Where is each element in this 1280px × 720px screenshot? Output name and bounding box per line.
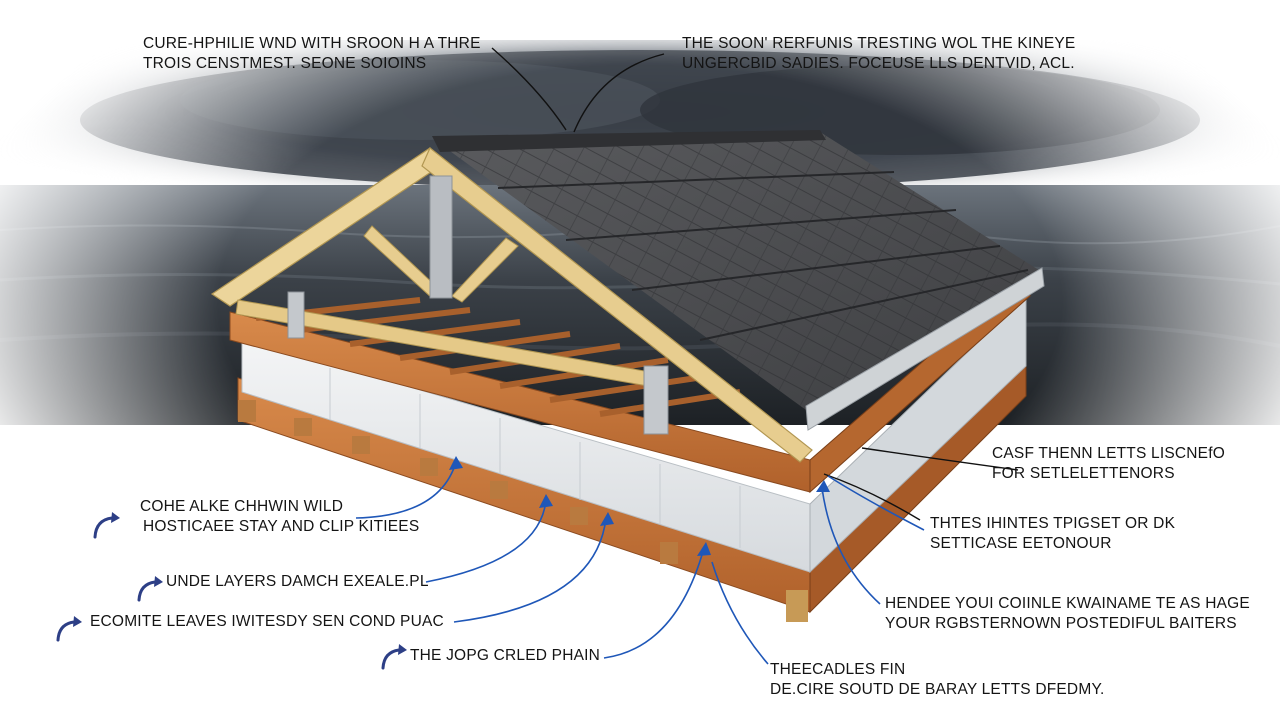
callout-right-3: HENDEE YOUI COIINLE KWAINAME TE AS HAGE … — [885, 594, 1250, 634]
callout-right-2-line2: SETTICASE EETONOUR — [930, 535, 1112, 552]
callout-top-left: CURE-HPHILIE WND WITH SROON H A THRE TRO… — [143, 34, 481, 74]
callout-right-2: THTES IHINTES TPIGSET OR DK SETTICASE EE… — [930, 514, 1175, 554]
callout-top-right-line2: UNGERCBID SADIES. FOCEUSE LLS DENTVID, A… — [682, 55, 1075, 72]
callout-top-right: THE SOON' RERFUNIS TRESTING WOL THE KINE… — [682, 34, 1075, 74]
blue-leader-arrows — [355, 461, 925, 665]
curved-arrow-icon — [93, 512, 120, 539]
curved-arrow-icon — [56, 616, 82, 642]
insulation-layer — [241, 294, 1027, 574]
callout-bottom-center-line2: DE.CIRE SOUTD DE BARAY LETTS DFEDMY. — [770, 681, 1105, 698]
callout-left-2: UNDE LAYERS DAMCH EXEALE.PL — [166, 572, 429, 592]
callout-right-2-line1: THTES IHINTES TPIGSET OR DK — [930, 515, 1176, 532]
callout-right-3-line1: HENDEE YOUI COIINLE KWAINAME TE AS HAGE — [885, 595, 1250, 612]
callout-left-2-line1: UNDE LAYERS DAMCH EXEALE.PL — [166, 573, 429, 590]
callout-bottom-center: THEECADLES FIN DE.CIRE SOUTD DE BARAY LE… — [770, 660, 1105, 700]
callout-right-3-line2: YOUR RGBSTERNOWN POSTEDIFUL BAITERS — [885, 615, 1237, 632]
callout-right-1-line2: FOR SETLELETTENORS — [992, 465, 1175, 482]
callout-top-right-line1: THE SOON' RERFUNIS TRESTING WOL THE KINE… — [682, 35, 1076, 52]
callout-top-left-line1: CURE-HPHILIE WND WITH SROON H A THRE — [143, 35, 481, 52]
arrowheads — [449, 456, 830, 556]
callout-left-1-line1: COHE ALKE CHHWIN WILD — [140, 498, 344, 515]
callout-left-4: THE JOPG CRLED PHAIN — [410, 646, 600, 666]
callout-left-3: ECOMITE LEAVES IWITESDY SEN COND PUAC — [90, 612, 444, 632]
callout-left-1: COHE ALKE CHHWIN WILD HOSTICAEE STAY AND… — [140, 497, 419, 537]
callout-left-1-line2: HOSTICAEE STAY AND CLIP KITIEES — [143, 518, 420, 535]
roof-truss — [210, 147, 813, 463]
curved-arrow-icon — [137, 576, 163, 602]
callout-right-1-line1: CASF THENN LETTS LISCNEfO — [992, 445, 1225, 462]
callout-bottom-center-line1: THEECADLES FIN — [770, 661, 906, 678]
callout-left-4-line1: THE JOPG CRLED PHAIN — [410, 647, 601, 664]
callout-left-3-line1: ECOMITE LEAVES IWITESDY SEN COND PUAC — [90, 613, 444, 630]
callout-right-1: CASF THENN LETTS LISCNEfO FOR SETLELETTE… — [992, 444, 1225, 484]
callout-top-left-line2: TROIS CENSTMEST. SEONE SOIOINS — [143, 55, 427, 72]
curved-arrow-icon — [381, 644, 407, 670]
leader-lines — [491, 47, 1019, 521]
shingle-roof — [432, 130, 1045, 431]
